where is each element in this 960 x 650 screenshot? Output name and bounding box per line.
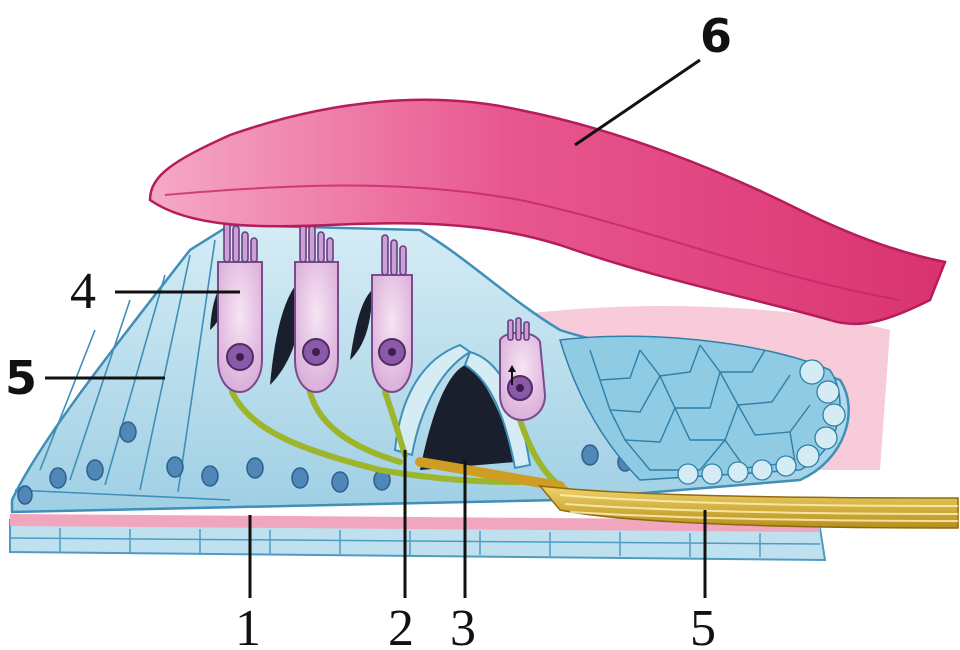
label-3: 3 bbox=[450, 600, 476, 650]
inner-hair-cell bbox=[500, 333, 545, 420]
hair-cell-3 bbox=[372, 275, 412, 392]
label-5-left: 5 bbox=[5, 351, 37, 405]
label-4: 4 bbox=[70, 263, 96, 320]
hair-cell-2 bbox=[295, 262, 338, 392]
label-5-bottom: 5 bbox=[690, 600, 716, 650]
label-6: 6 bbox=[700, 9, 732, 63]
leader-line-6 bbox=[575, 60, 700, 145]
hair-cell-1 bbox=[218, 262, 262, 392]
label-1: 1 bbox=[235, 600, 261, 650]
label-2: 2 bbox=[388, 600, 414, 650]
